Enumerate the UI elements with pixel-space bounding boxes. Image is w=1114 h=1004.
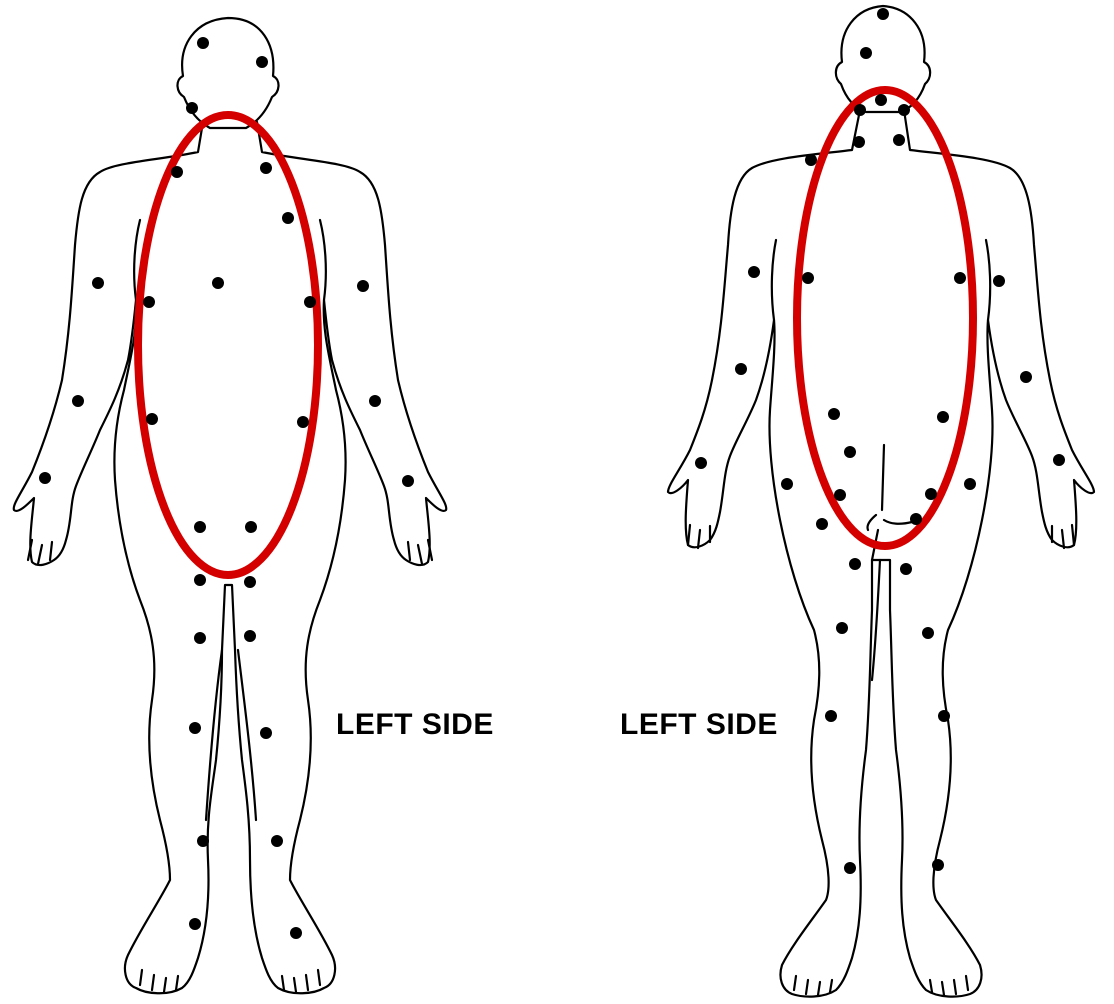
front-point	[186, 102, 198, 114]
front-point	[189, 722, 201, 734]
back-left-inner-arm	[772, 240, 776, 320]
back-point	[964, 478, 976, 490]
back-point	[802, 272, 814, 284]
back-points	[695, 8, 1065, 874]
back-point	[844, 446, 856, 458]
back-point	[781, 478, 793, 490]
front-point	[194, 632, 206, 644]
back-point	[816, 518, 828, 530]
front-point	[189, 918, 201, 930]
front-left-inner-leg	[206, 650, 222, 820]
back-point	[932, 859, 944, 871]
back-point	[805, 154, 817, 166]
front-point	[212, 277, 224, 289]
back-point	[853, 136, 865, 148]
back-left-fingers	[688, 525, 710, 548]
front-side-label: LEFT SIDE	[336, 708, 494, 741]
back-figure	[668, 6, 1094, 997]
back-point	[993, 275, 1005, 287]
back-point	[849, 558, 861, 570]
back-point	[836, 622, 848, 634]
front-points	[39, 37, 414, 939]
front-highlight-ellipse	[138, 115, 318, 575]
back-point	[922, 627, 934, 639]
back-point	[854, 104, 866, 116]
front-body-outline	[14, 122, 447, 993]
front-left-toes	[140, 970, 178, 992]
back-point	[695, 457, 707, 469]
front-point	[194, 521, 206, 533]
front-point	[197, 835, 209, 847]
front-point	[297, 416, 309, 428]
front-point	[282, 212, 294, 224]
back-highlight-ellipse	[797, 90, 973, 546]
front-point	[72, 395, 84, 407]
back-right-toes	[930, 976, 968, 995]
front-point	[304, 296, 316, 308]
back-right-inner-arm	[986, 240, 990, 320]
front-point	[357, 280, 369, 292]
back-right-fingers	[1052, 525, 1074, 548]
front-point	[369, 395, 381, 407]
front-right-inner-arm	[320, 220, 326, 300]
front-point	[245, 521, 257, 533]
back-point	[1020, 371, 1032, 383]
front-point	[402, 475, 414, 487]
front-point	[260, 727, 272, 739]
back-point	[898, 104, 910, 116]
back-point	[834, 489, 846, 501]
front-point	[290, 927, 302, 939]
back-point	[875, 94, 887, 106]
front-point	[244, 576, 256, 588]
front-point	[146, 413, 158, 425]
front-point	[244, 630, 256, 642]
back-point	[1053, 454, 1065, 466]
back-point	[910, 513, 922, 525]
back-point	[748, 266, 760, 278]
back-side-label: LEFT SIDE	[620, 708, 778, 741]
front-point	[260, 162, 272, 174]
back-point	[860, 47, 872, 59]
front-point	[143, 296, 155, 308]
front-point	[92, 277, 104, 289]
back-point	[893, 134, 905, 146]
back-body-outline	[668, 110, 1094, 997]
front-figure	[14, 18, 447, 993]
back-point	[925, 488, 937, 500]
back-left-toes	[794, 976, 832, 995]
back-point	[937, 411, 949, 423]
back-point	[735, 363, 747, 375]
front-point	[256, 56, 268, 68]
front-point	[271, 835, 283, 847]
back-point	[844, 862, 856, 874]
back-point	[938, 710, 950, 722]
back-point	[954, 272, 966, 284]
front-right-toes	[282, 970, 320, 992]
back-point	[825, 710, 837, 722]
back-point	[877, 8, 889, 20]
back-point	[900, 563, 912, 575]
back-point	[828, 408, 840, 420]
front-point	[171, 166, 183, 178]
front-point	[194, 574, 206, 586]
front-point	[197, 37, 209, 49]
front-point	[39, 472, 51, 484]
